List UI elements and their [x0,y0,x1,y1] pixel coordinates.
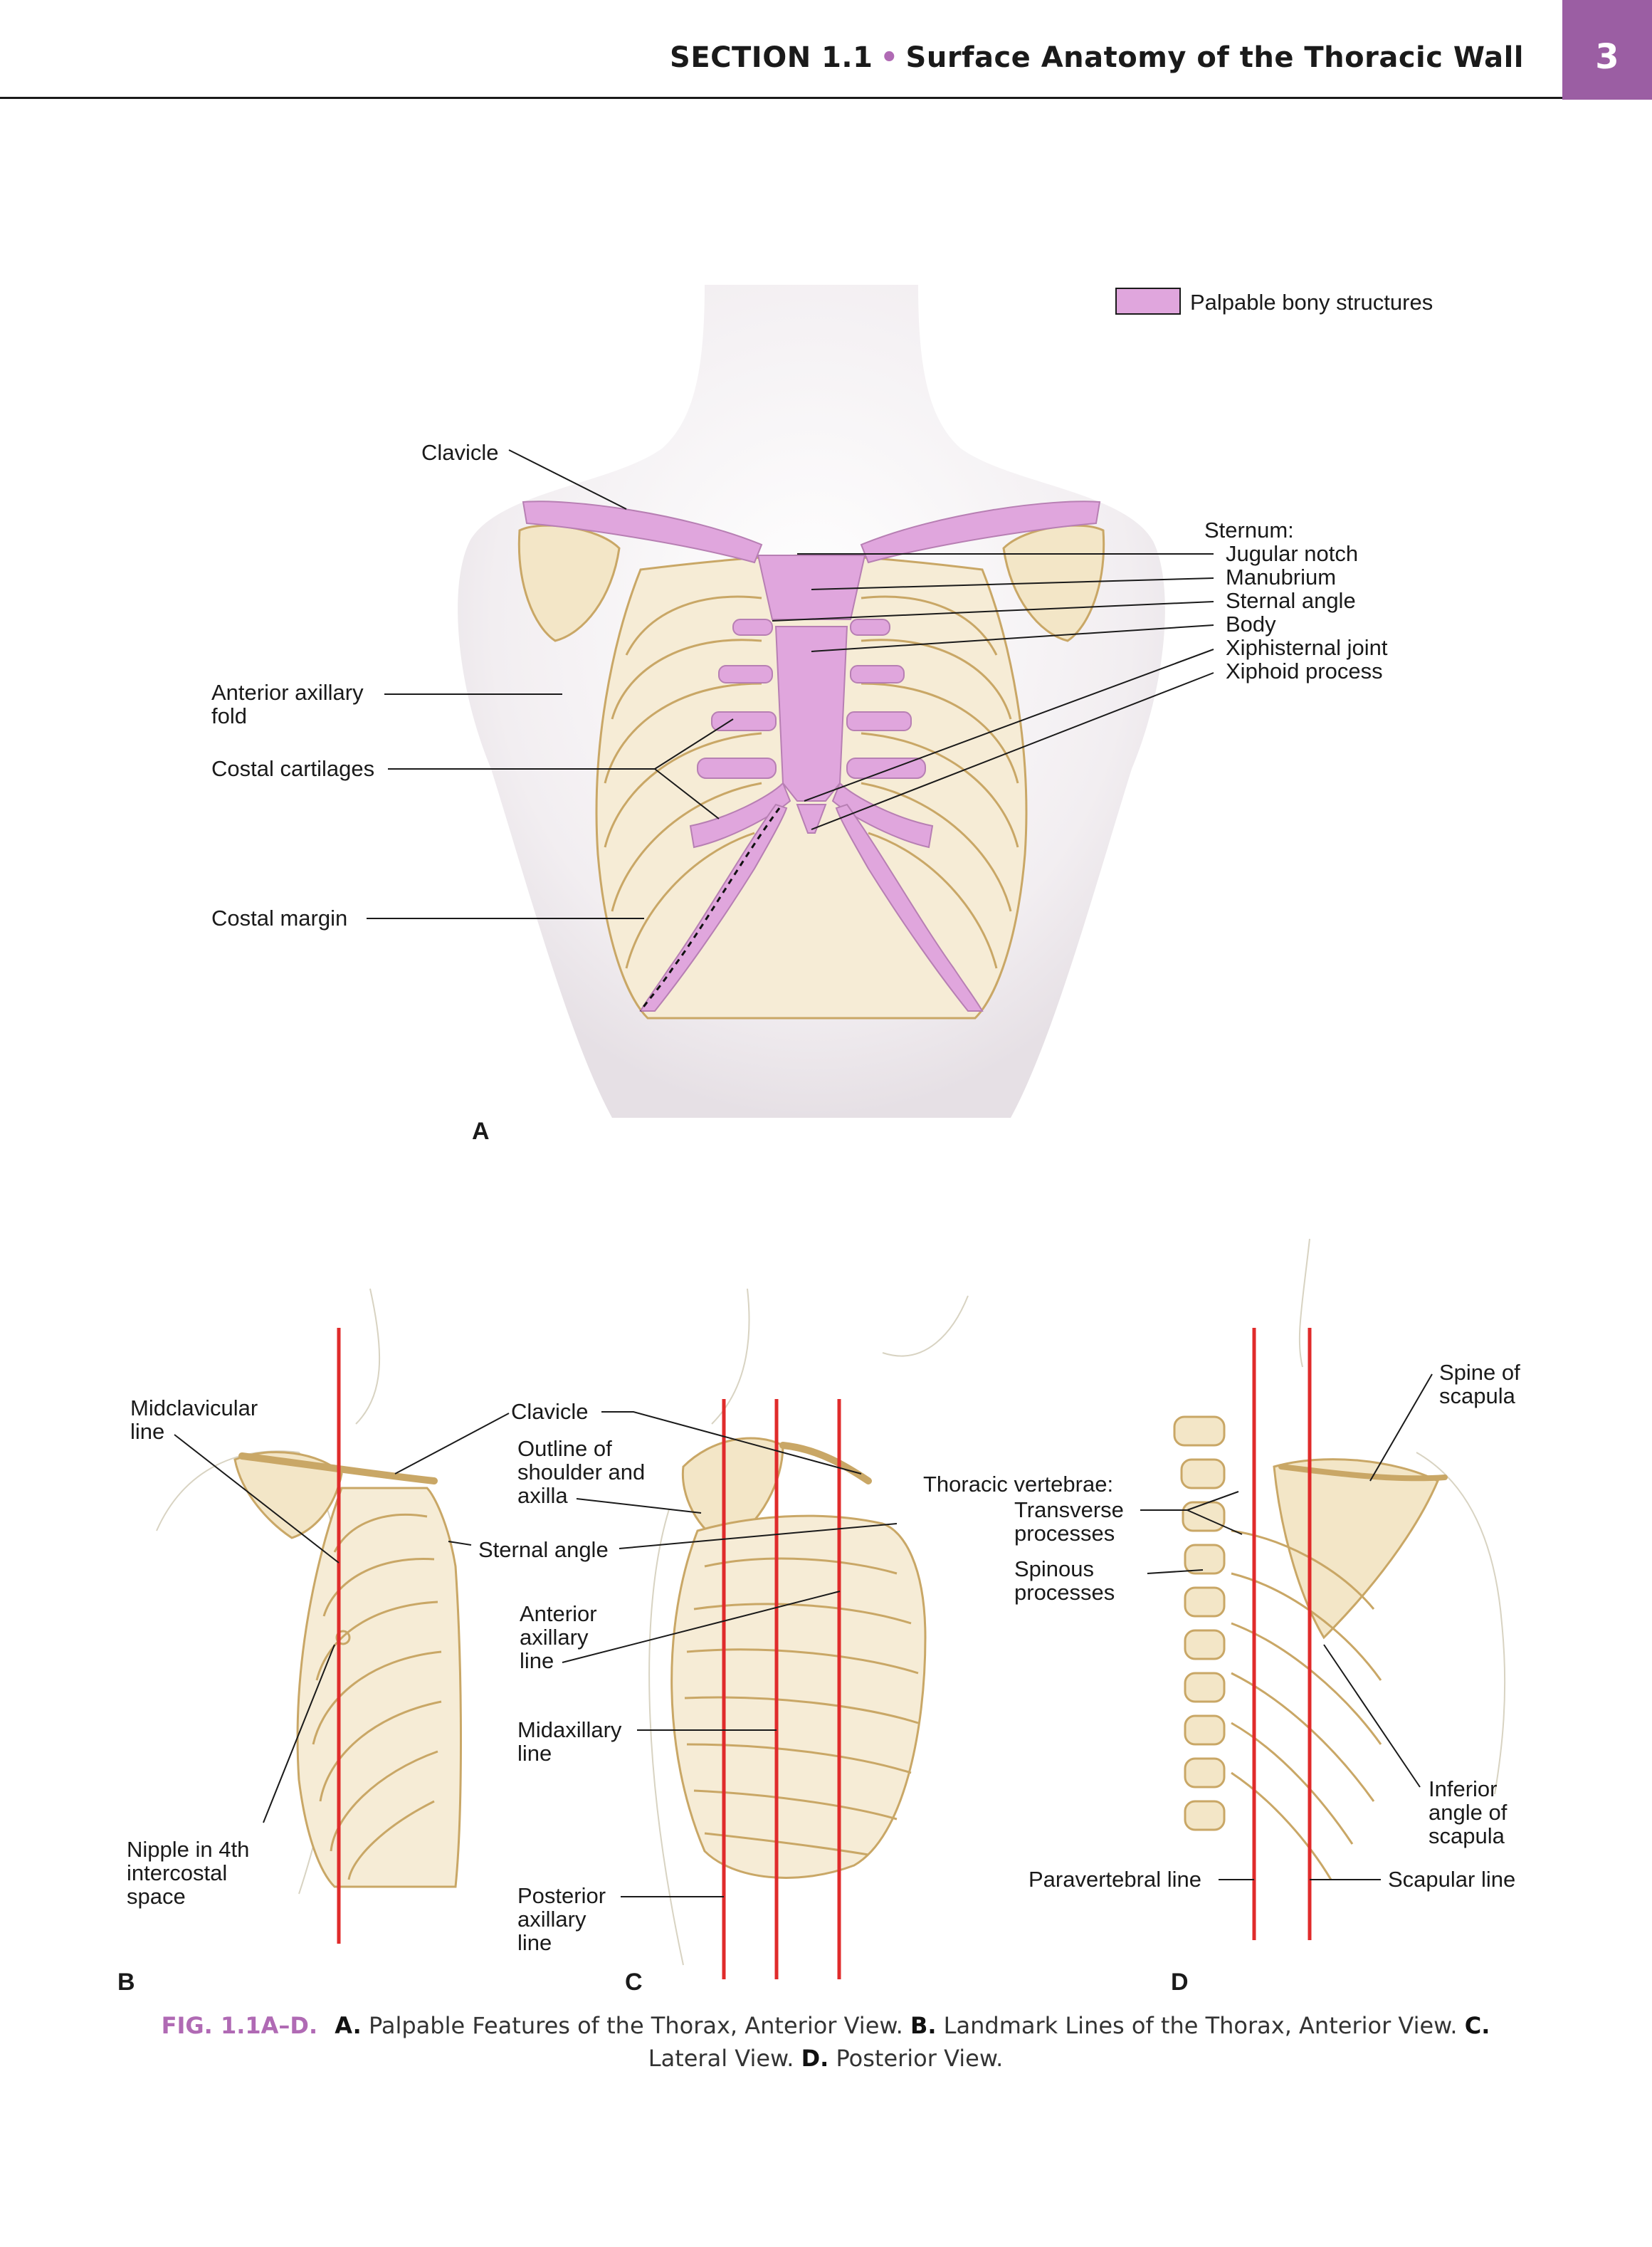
label-outline-1: Outline of [517,1436,612,1461]
label-inferior-angle-3: scapula [1429,1823,1505,1848]
bullet-separator: • [880,41,899,74]
label-spinous-2: processes [1014,1580,1115,1605]
label-sternum: Sternum: [1204,518,1294,543]
panel-d-leader-lines [1140,1373,1433,1880]
label-anterior-axillary-fold-2: fold [211,703,247,728]
manubrium-bone [757,555,866,620]
label-thoracic-vertebrae: Thoracic vertebrae: [923,1472,1113,1497]
nipple-marker [335,1630,351,1645]
panel-b-illustration [156,1288,462,1944]
spine-of-scapula-bone [1278,1464,1448,1482]
right-costal-margin [835,803,984,1012]
caption-fig-label: FIG. 1.1A–D. [161,2012,318,2039]
label-nipple-1: Nipple in 4th [127,1837,249,1862]
sternum-body-bone [774,626,848,802]
header-rule [0,97,1562,99]
section-heading: SECTION 1.1•Surface Anatomy of the Thora… [670,41,1524,74]
legend-swatch [1115,288,1181,315]
label-costal-cartilages: Costal cartilages [211,756,374,781]
caption-c-text: Lateral View. [648,2045,794,2072]
label-sternal-angle-a: Sternal angle [1226,588,1356,613]
section-label: SECTION 1.1 [670,41,873,74]
panel-letter-b: B [117,1969,135,1996]
panel-letter-a: A [472,1118,490,1145]
label-spine-scapula-1: Spine of [1439,1360,1520,1385]
label-posterior-axillary-3: line [517,1930,552,1955]
caption-a-text: Palpable Features of the Thorax, Anterio… [368,2012,903,2039]
caption-c-letter: C. [1464,2012,1490,2039]
label-anterior-axillary-fold-1: Anterior axillary [211,680,364,705]
page-number: 3 [1595,37,1619,77]
clavicle-bone-b [238,1452,438,1484]
label-transverse-2: processes [1014,1521,1115,1546]
figure-caption: FIG. 1.1A–D. A. Palpable Features of the… [121,2009,1530,2075]
label-outline-2: shoulder and [517,1460,645,1484]
label-clavicle-c: Clavicle [511,1399,589,1424]
panel-a-leader-lines [367,449,1214,919]
panel-c-illustration [648,1288,969,1979]
label-body: Body [1226,612,1276,637]
scapula-bone [1273,1458,1439,1640]
caption-d-text: Posterior View. [836,2045,1004,2072]
running-header: SECTION 1.1•Surface Anatomy of the Thora… [0,0,1652,100]
panel-c-leader-lines [394,1411,898,1897]
label-paravertebral-line: Paravertebral line [1028,1867,1201,1892]
label-nipple-3: space [127,1884,186,1909]
label-xiphoid-process: Xiphoid process [1226,659,1383,683]
caption-d-letter: D. [801,2045,829,2072]
label-anterior-axillary-2: axillary [520,1625,589,1650]
label-inferior-angle-1: Inferior [1429,1776,1497,1801]
label-anterior-axillary-3: line [520,1648,554,1673]
label-midaxillary-2: line [517,1741,552,1766]
label-inferior-angle-2: angle of [1429,1800,1508,1825]
label-clavicle-a: Clavicle [421,440,499,465]
palpable-structures [522,501,1101,1012]
panel-letter-c: C [625,1969,643,1996]
right-clavicle-bone [860,501,1101,564]
label-midclavicular-2: line [130,1419,164,1444]
label-outline-3: axilla [517,1483,568,1508]
label-midclavicular-1: Midclavicular [130,1395,258,1420]
shoulder-bone-c [681,1437,784,1546]
label-nipple-2: intercostal [127,1860,227,1885]
legend-label: Palpable bony structures [1190,290,1433,315]
panel-d-illustration [1173,1238,1506,1940]
label-xiphisternal-joint: Xiphisternal joint [1226,635,1388,660]
label-manubrium: Manubrium [1226,565,1336,590]
section-title-text: Surface Anatomy of the Thoracic Wall [905,41,1524,74]
rib-cage-c [670,1514,927,1879]
label-sternal-angle-c: Sternal angle [478,1537,609,1562]
panel-letter-d: D [1171,1969,1189,1996]
panel-b-leader-lines [174,1434,340,1823]
shoulder-bone-b [233,1451,343,1539]
panel-a-illustration [458,285,1165,1118]
costal-margin-dashed [639,807,781,1012]
label-midaxillary-1: Midaxillary [517,1717,622,1742]
label-scapular-line: Scapular line [1388,1867,1515,1892]
caption-b-letter: B. [910,2012,937,2039]
label-jugular-notch: Jugular notch [1226,541,1358,566]
ribs [604,595,1019,969]
label-spine-scapula-2: scapula [1439,1383,1516,1408]
label-spinous-1: Spinous [1014,1556,1094,1581]
xiphoid-bone [796,804,827,834]
clavicle-bone-c [779,1442,872,1484]
label-costal-margin: Costal margin [211,906,347,931]
caption-b-text: Landmark Lines of the Thorax, Anterior V… [943,2012,1458,2039]
label-transverse-1: Transverse [1014,1497,1124,1522]
label-posterior-axillary-1: Posterior [517,1883,606,1908]
left-clavicle-bone [522,501,763,564]
rib-cage-b [296,1487,462,1888]
vertebral-column [1173,1415,1226,1831]
caption-a-letter: A. [335,2012,362,2039]
label-posterior-axillary-2: axillary [517,1907,586,1932]
label-anterior-axillary-1: Anterior [520,1601,597,1626]
page-number-tab: 3 [1562,0,1652,100]
